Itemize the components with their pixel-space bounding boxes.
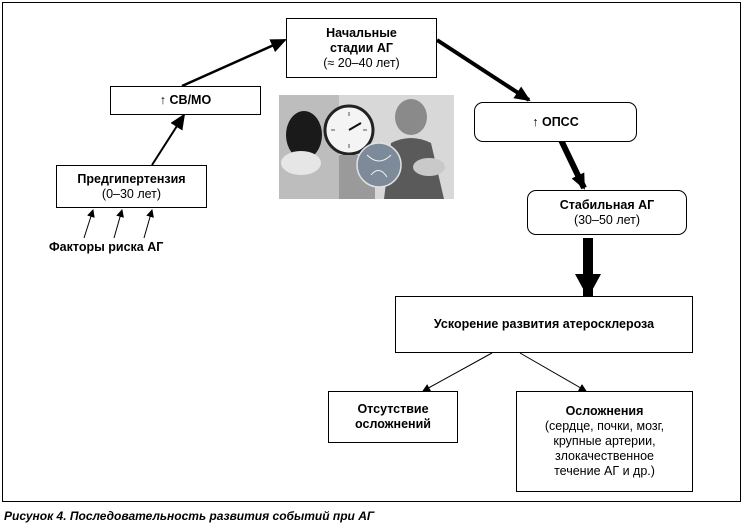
complications-line-2: крупные артерии, [553, 434, 656, 448]
arrow-opss-to-stable [558, 138, 587, 190]
risk-arrow-3 [143, 209, 154, 239]
opss-label: ↑ ОПСС [532, 114, 579, 129]
arrow-ath-to-compl [519, 352, 587, 392]
no-complications-title-2: осложнений [355, 417, 431, 431]
risk-arrow-2 [113, 209, 124, 239]
stable-ag-box: Стабильная АГ (30–50 лет) [527, 190, 687, 235]
arrow-ath-to-none [422, 352, 493, 392]
complications-line-3: злокачественное [555, 449, 654, 463]
initial-stages-title: Начальные [326, 25, 397, 40]
arrow-initial-to-opss [435, 38, 531, 102]
opss-box: ↑ ОПСС [474, 102, 637, 142]
figure-caption: Рисунок 4. Последовательность развития с… [4, 509, 375, 523]
co-mo-label: ↑ СВ/МО [159, 93, 212, 107]
complications-title: Осложнения [565, 404, 644, 418]
complications-box: Осложнения (сердце, почки, мозг, крупные… [516, 391, 693, 492]
prehypertension-title: Предгипертензия [77, 171, 186, 186]
risk-arrow-1 [83, 209, 95, 239]
co-mo-box: ↑ СВ/МО [110, 86, 261, 115]
atherosclerosis-box: Ускорение развития атеросклероза [395, 296, 693, 353]
arrow-pre-to-co [151, 113, 186, 166]
initial-stages-box: Начальные стадии АГ (≈ 20–40 лет) [286, 18, 437, 78]
complications-line-4: течение АГ и др.) [554, 464, 655, 478]
risk-factors-label: Факторы риска АГ [49, 240, 164, 254]
prehypertension-age: (0–30 лет) [101, 186, 162, 201]
arrow-co-to-initial [181, 38, 287, 88]
initial-stages-title-2: стадии АГ [330, 40, 393, 55]
stable-ag-age: (30–50 лет) [573, 212, 641, 227]
stable-ag-title: Стабильная АГ [559, 197, 655, 212]
no-complications-box: Отсутствие осложнений [328, 391, 458, 443]
no-complications-title: Отсутствие [357, 402, 429, 416]
prehypertension-box: Предгипертензия (0–30 лет) [56, 165, 207, 208]
initial-stages-age: (≈ 20–40 лет) [323, 55, 400, 70]
illustration-photo [279, 95, 454, 199]
diagram-frame [2, 2, 741, 502]
complications-line-1: (сердце, почки, мозг, [544, 419, 665, 433]
atherosclerosis-label: Ускорение развития атеросклероза [433, 317, 655, 331]
